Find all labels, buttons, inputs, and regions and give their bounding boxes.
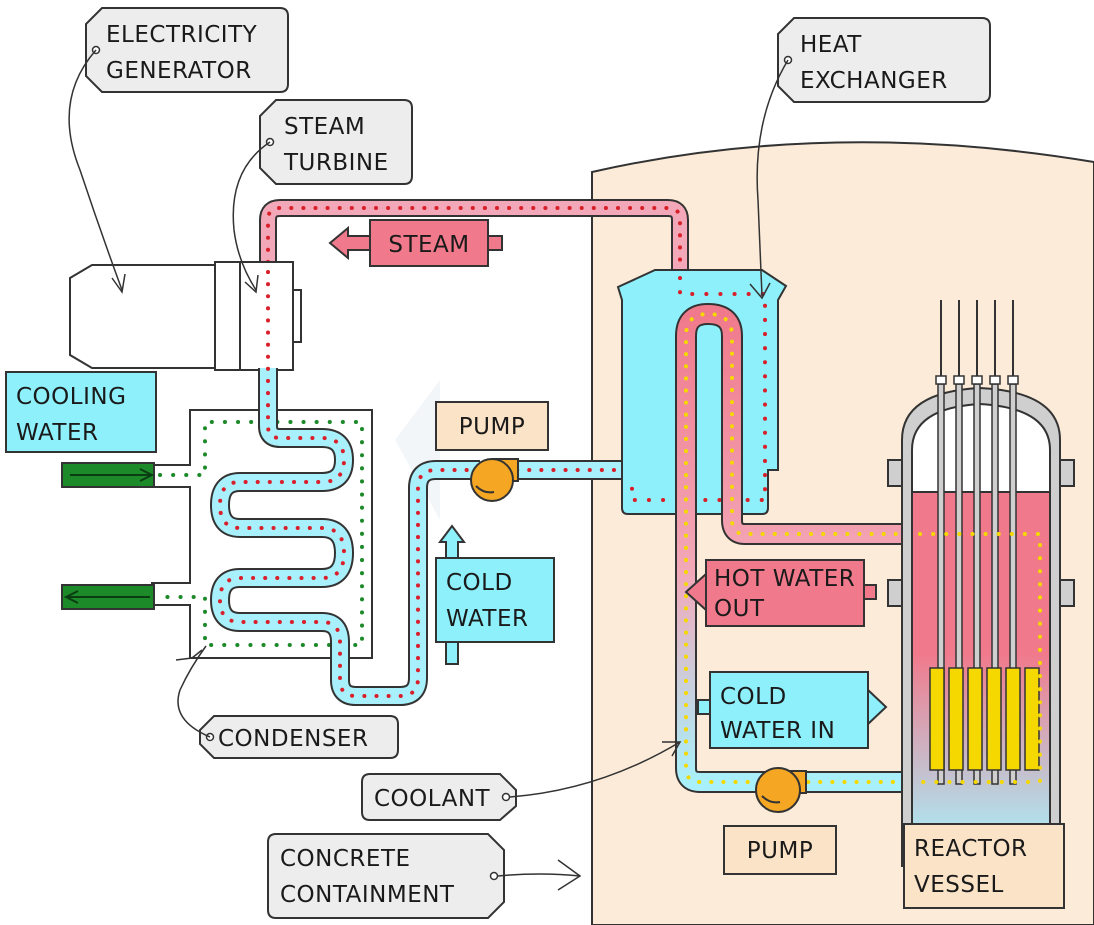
heat-exchanger-label-line2: EXCHANGER xyxy=(800,68,948,94)
concrete-containment-label-line1: CONCRETE xyxy=(280,846,411,872)
electricity-generator-tag: ELECTRICITY GENERATOR xyxy=(85,7,289,93)
concrete-containment-tag: CONCRETE CONTAINMENT xyxy=(267,833,505,919)
hot-water-out-label-line2: OUT xyxy=(714,596,765,622)
cooling-water-dots xyxy=(158,420,364,647)
bottom-pump xyxy=(755,767,807,813)
electricity-generator xyxy=(69,264,216,369)
condenser-label: CONDENSER xyxy=(218,726,368,752)
steam-arrow: STEAM xyxy=(328,219,503,267)
pump-bottom-label: PUMP xyxy=(747,838,813,864)
reactor-vessel-tag: REACTOR VESSEL xyxy=(903,823,1065,909)
control-rods xyxy=(935,300,1019,785)
steam-turbine xyxy=(214,261,302,371)
top-pump xyxy=(470,458,519,502)
pump-top-label: PUMP xyxy=(459,414,525,440)
hot-water-out-arrow: HOT WATER OUT xyxy=(684,559,877,627)
cooling-water-label-line1: COOLING xyxy=(16,384,126,410)
condenser-red-dots xyxy=(217,270,482,698)
cold-water-in-label-line1: COLD xyxy=(720,684,787,710)
cold-water-label-line1: COLD xyxy=(446,570,513,596)
fuel-rods xyxy=(929,667,1040,771)
pump-top-tag: PUMP xyxy=(435,401,549,451)
heat-exchanger-red-dots xyxy=(630,276,767,502)
steam-turbine-label-line1: STEAM xyxy=(284,114,365,140)
cold-water-in-label-line2: WATER IN xyxy=(720,718,835,744)
coolant-label: COOLANT xyxy=(374,786,491,812)
electricity-generator-label-line2: GENERATOR xyxy=(106,58,252,84)
heat-exchanger-label-line1: HEAT xyxy=(800,32,862,58)
hot-water-out-label-line1: HOT WATER xyxy=(714,566,855,592)
heat-exchanger-tag: HEAT EXCHANGER xyxy=(777,17,991,103)
electricity-generator-label-line1: ELECTRICITY xyxy=(106,22,258,48)
steam-label: STEAM xyxy=(388,232,469,258)
concrete-containment-label-line2: CONTAINMENT xyxy=(280,882,455,908)
reactor-vessel-label-line2: VESSEL xyxy=(914,872,1004,898)
reactor-vessel-label-line1: REACTOR xyxy=(914,836,1028,862)
cold-water-up-arrow xyxy=(438,524,466,665)
cold-water-label-line2: WATER xyxy=(446,606,529,632)
watermark-shape xyxy=(395,380,440,520)
steam-dots xyxy=(266,206,682,280)
heat-exchanger xyxy=(616,269,788,515)
pump-bottom-tag: PUMP xyxy=(723,825,837,875)
coolant-tag: COOLANT xyxy=(361,773,517,821)
cooling-water-label-line2: WATER xyxy=(16,420,99,446)
steam-turbine-label-line2: TURBINE xyxy=(283,150,389,176)
cold-water-in-arrow: COLD WATER IN xyxy=(697,671,888,749)
condenser-tag: CONDENSER xyxy=(199,715,399,759)
steam-turbine-tag: STEAM TURBINE xyxy=(259,99,413,185)
cooling-water-box: COOLING WATER xyxy=(5,371,157,453)
cold-water-box: COLD WATER xyxy=(435,557,555,643)
reactor-vessel xyxy=(887,386,1075,867)
